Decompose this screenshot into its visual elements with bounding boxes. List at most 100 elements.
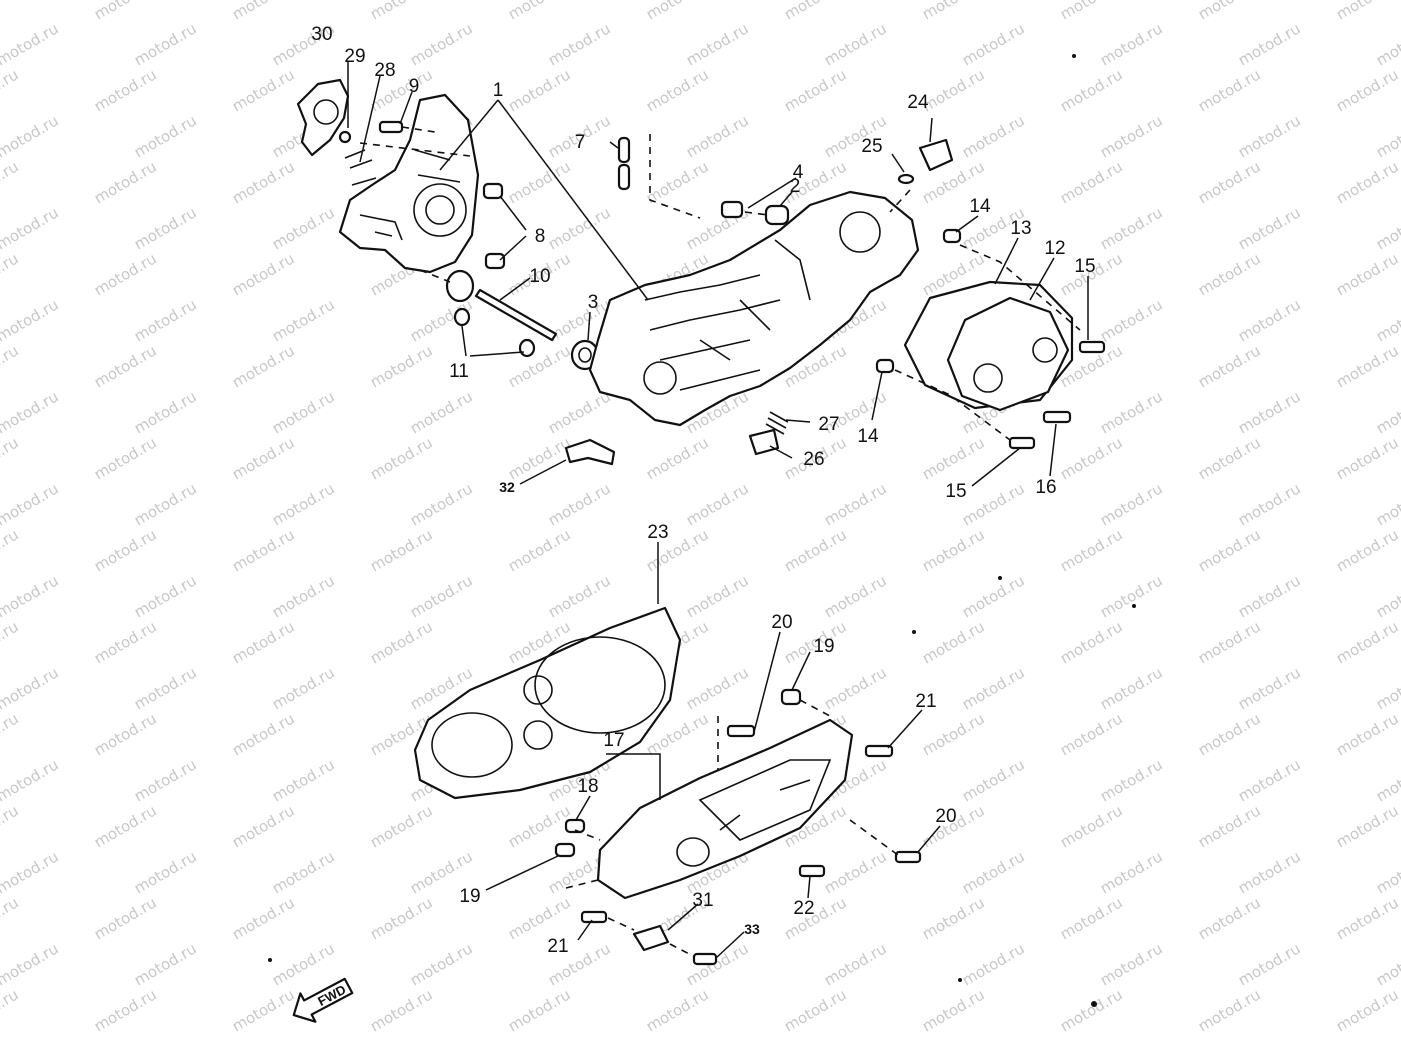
part-30-plate: [296, 78, 350, 157]
watermark-text: motod.ru: [229, 617, 298, 667]
watermark-text: motod.ru: [0, 157, 22, 207]
callout-12: 12: [1044, 238, 1065, 259]
scan-specks: [268, 54, 1136, 1007]
watermark-text: motod.ru: [683, 111, 752, 161]
watermark-text: motod.ru: [1195, 709, 1264, 759]
watermark-text: motod.ru: [367, 801, 436, 851]
watermark-text: motod.ru: [131, 755, 200, 805]
watermark-text: motod.ru: [505, 65, 574, 115]
watermark-text: motod.ru: [1057, 433, 1126, 483]
watermark-text: motod.ru: [1195, 893, 1264, 943]
watermark-text: motod.ru: [0, 847, 62, 897]
watermark-text: motod.ru: [269, 479, 338, 529]
watermark-text: motod.ru: [1235, 203, 1304, 253]
callout-20-bottom: 20: [935, 806, 956, 827]
watermark-text: motod.ru: [131, 663, 200, 713]
watermark-text: motod.ru: [269, 295, 338, 345]
part-11-oring-a: [453, 307, 471, 327]
watermark-text: motod.ru: [1235, 571, 1304, 621]
watermark-text: motod.ru: [1097, 571, 1166, 621]
part-14-dowel-a: [942, 228, 962, 244]
part-1-left-crankcase: [338, 93, 480, 274]
watermark-text: motod.ru: [0, 893, 22, 943]
part-30-hole: [313, 99, 339, 125]
watermark-text: motod.ru: [131, 571, 200, 621]
callout-3: 3: [588, 292, 599, 313]
watermark-text: motod.ru: [1235, 295, 1304, 345]
watermark-text: motod.ru: [545, 479, 614, 529]
watermark-text: motod.ru: [131, 939, 200, 989]
watermark-text: motod.ru: [919, 893, 988, 943]
watermark-text: motod.ru: [0, 111, 62, 161]
watermark-text: motod.ru: [1373, 755, 1401, 805]
part-31-plate: [632, 924, 670, 952]
watermark-text: motod.ru: [91, 985, 160, 1035]
watermark-text: motod.ru: [1373, 19, 1401, 69]
watermark-text: motod.ru: [683, 19, 752, 69]
part-14-dowel-b: [875, 358, 895, 374]
watermark-text: motod.ru: [367, 893, 436, 943]
watermark-text: motod.ru: [1057, 801, 1126, 851]
watermark-text: motod.ru: [1333, 0, 1401, 23]
callout-22: 22: [793, 898, 814, 919]
part-4-dowel: [720, 200, 744, 219]
watermark-text: motod.ru: [781, 65, 850, 115]
watermark-text: motod.ru: [821, 663, 890, 713]
part-2-bushing: [764, 204, 790, 226]
part-22-bolt: [798, 864, 826, 878]
watermark-text: motod.ru: [0, 571, 62, 621]
part-19-dowel-a: [554, 842, 576, 858]
watermark-text: motod.ru: [367, 433, 436, 483]
callout-31: 31: [692, 890, 713, 911]
watermark-text: motod.ru: [0, 65, 22, 115]
watermark-text: motod.ru: [959, 571, 1028, 621]
callout-25: 25: [861, 136, 882, 157]
callout-30: 30: [311, 24, 332, 45]
callout-1: 1: [493, 80, 504, 101]
watermark-text: motod.ru: [683, 571, 752, 621]
watermark-text: motod.ru: [1097, 755, 1166, 805]
watermark-text: motod.ru: [1373, 295, 1401, 345]
watermark-text: motod.ru: [0, 709, 22, 759]
callout-28: 28: [374, 60, 395, 81]
watermark-text: motod.ru: [821, 939, 890, 989]
watermark-text: motod.ru: [821, 571, 890, 621]
watermark-text: motod.ru: [1195, 157, 1264, 207]
watermark-text: motod.ru: [1333, 985, 1401, 1035]
watermark-text: motod.ru: [269, 663, 338, 713]
watermark-text: motod.ru: [1097, 111, 1166, 161]
part-20-bolt-b: [894, 850, 922, 864]
watermark-text: motod.ru: [91, 341, 160, 391]
watermark-text: motod.ru: [545, 387, 614, 437]
callout-27: 27: [818, 414, 839, 435]
watermark-text: motod.ru: [1333, 249, 1401, 299]
part-26-bolt: [748, 428, 780, 456]
watermark-text: motod.ru: [643, 65, 712, 115]
watermark-text: motod.ru: [959, 755, 1028, 805]
watermark-text: motod.ru: [505, 433, 574, 483]
watermark-text: motod.ru: [0, 203, 62, 253]
watermark-text: motod.ru: [229, 341, 298, 391]
callout-2: 2: [790, 176, 801, 197]
watermark-text: motod.ru: [505, 157, 574, 207]
watermark-text: motod.ru: [1097, 663, 1166, 713]
part-15-bolt-b: [1008, 436, 1036, 450]
watermark-text: motod.ru: [1057, 985, 1126, 1035]
watermark-text: motod.ru: [269, 387, 338, 437]
callout-24: 24: [907, 92, 929, 113]
watermark-text: motod.ru: [505, 0, 574, 23]
watermark-text: motod.ru: [1235, 479, 1304, 529]
callout-8: 8: [535, 226, 546, 247]
watermark-text: motod.ru: [269, 847, 338, 897]
watermark-text: motod.ru: [1097, 387, 1166, 437]
watermark-text: motod.ru: [0, 479, 62, 529]
watermark-text: motod.ru: [0, 387, 62, 437]
callout-32: 32: [499, 479, 515, 495]
part-33-bolt: [692, 952, 718, 966]
watermark-text: motod.ru: [683, 663, 752, 713]
watermark-text: motod.ru: [407, 387, 476, 437]
callout-17: 17: [603, 730, 624, 751]
watermark-text: motod.ru: [1373, 203, 1401, 253]
watermark-text: motod.ru: [367, 617, 436, 667]
watermark-text: motod.ru: [919, 525, 988, 575]
